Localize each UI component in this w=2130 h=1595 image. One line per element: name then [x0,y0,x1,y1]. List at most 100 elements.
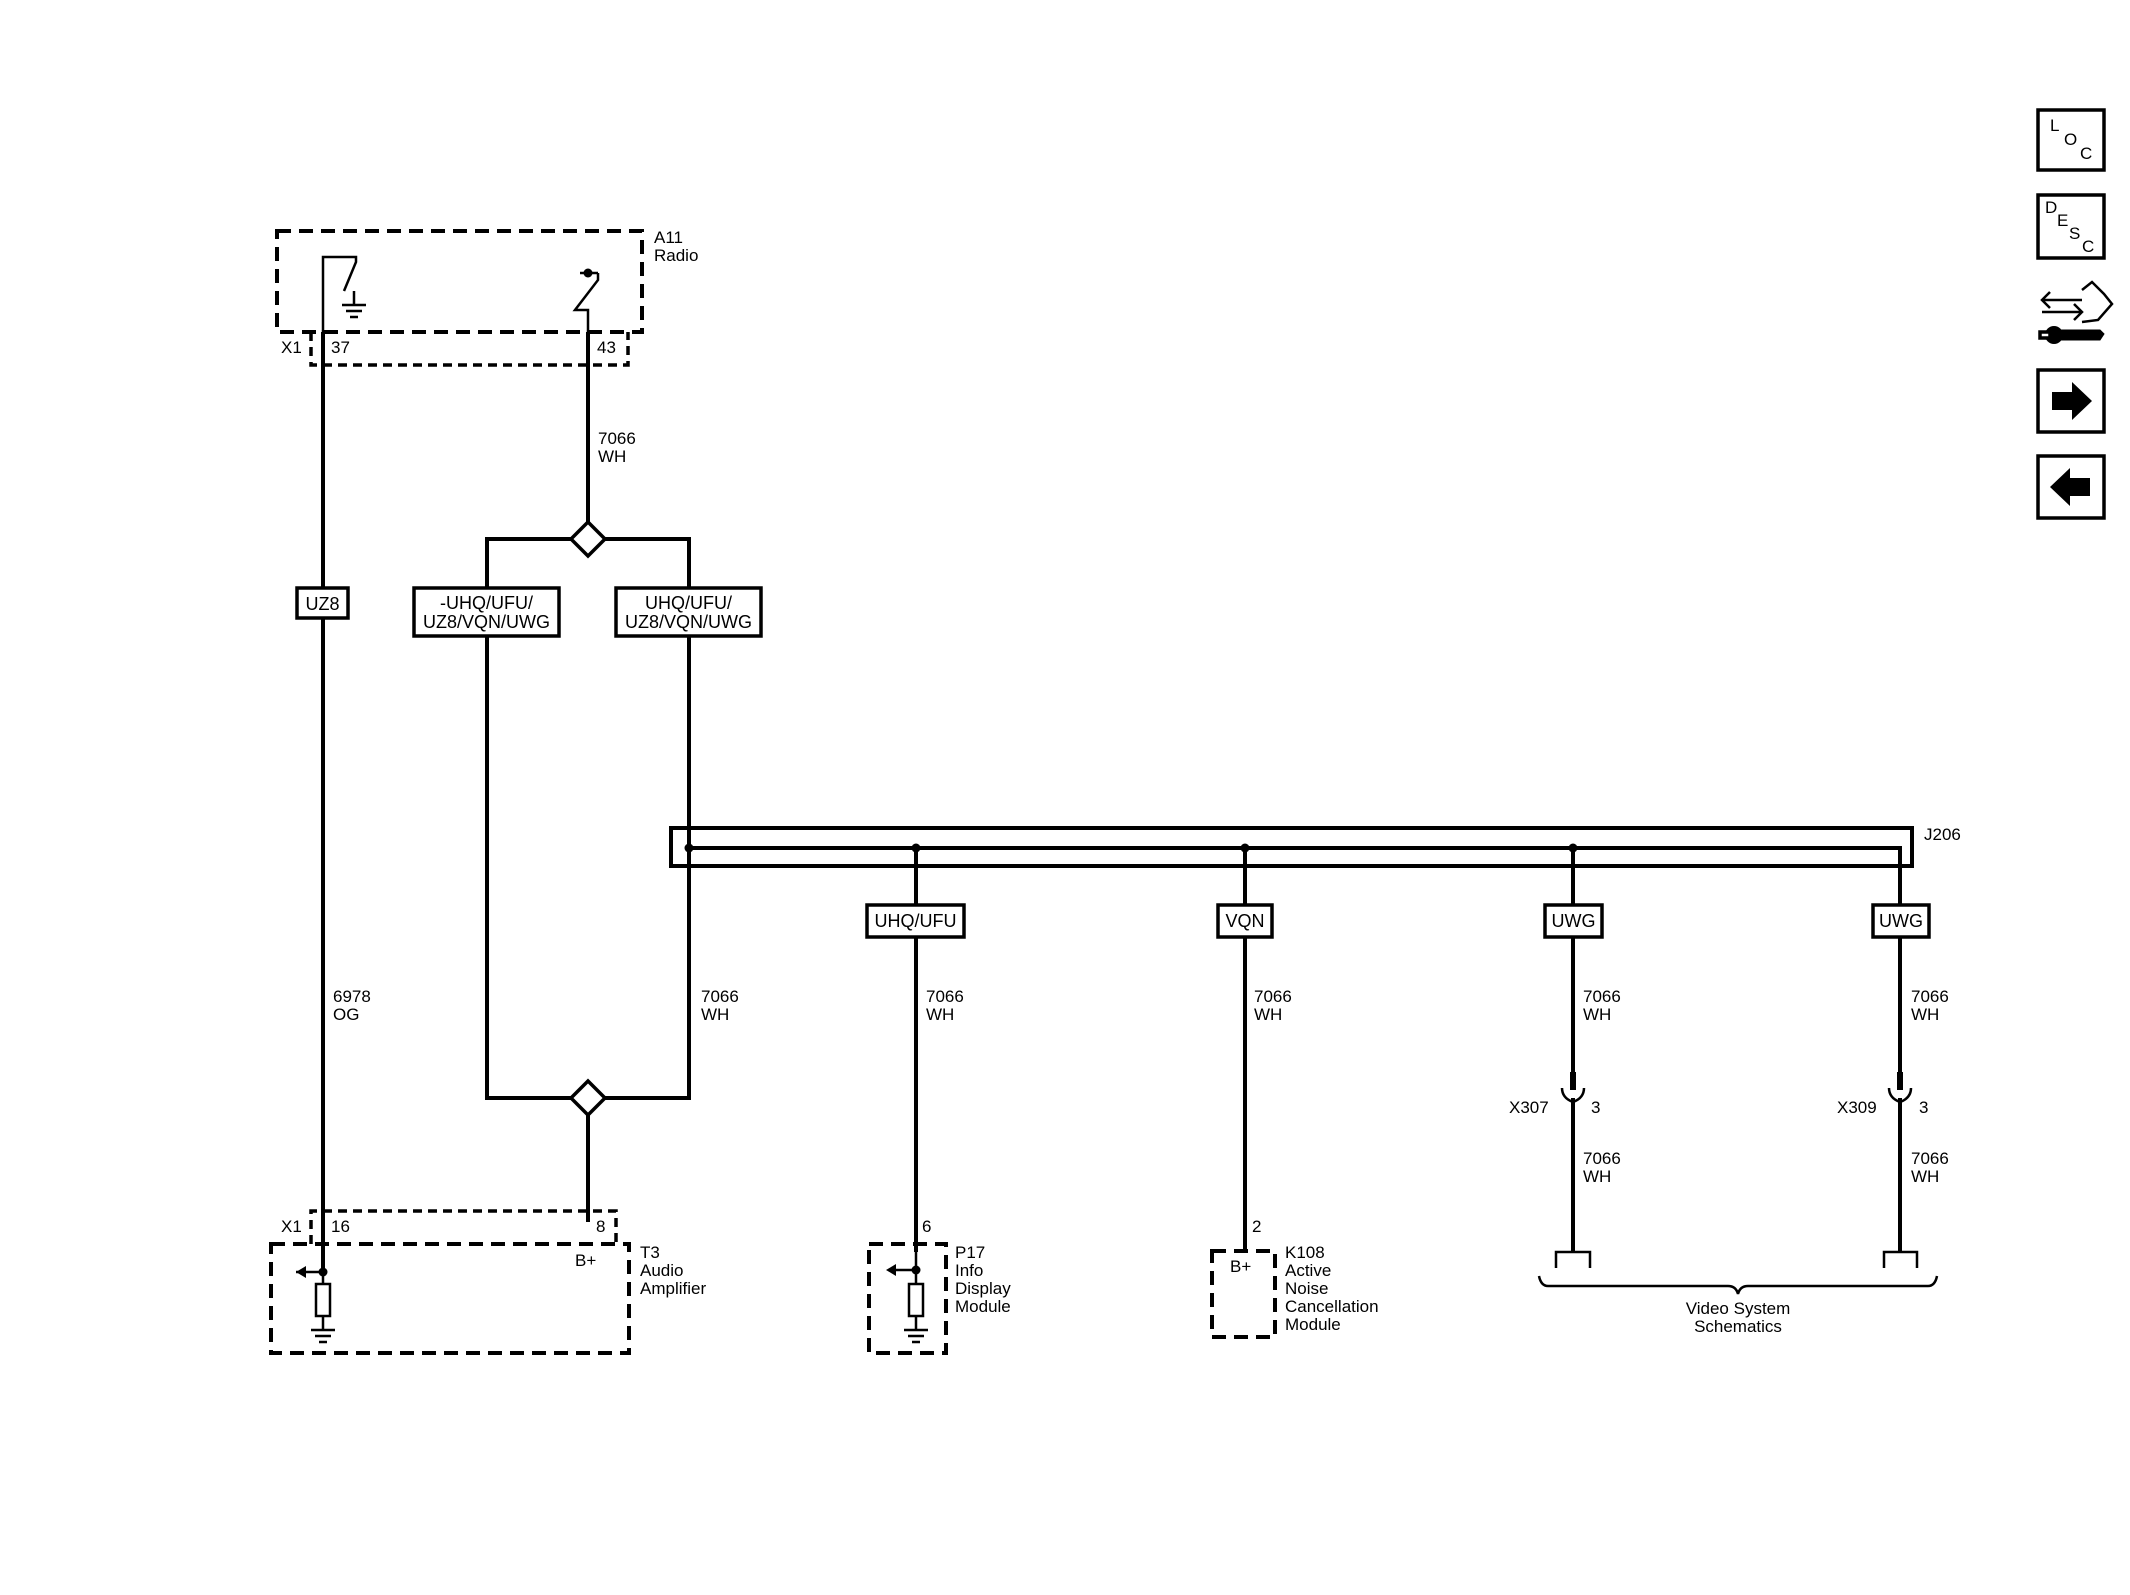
loc-letter-o: O [2064,130,2077,149]
p17-ref-label: P17 [955,1243,985,1262]
loc-button-frame [2036,108,2106,172]
x309-pin-label: 3 [1919,1098,1928,1117]
k108-name-line2: Noise [1285,1279,1328,1298]
label-p17-circuit: 7066 [926,987,964,1006]
option-negative-line2: UZ8/VQN/UWG [423,612,550,632]
label-uwg1-bottom-circuit: 7066 [1583,1149,1621,1168]
p17-name-line1: Info [955,1261,983,1280]
t3-connector-label: X1 [281,1217,302,1236]
p17-name-line3: Module [955,1297,1011,1316]
x307-ref-label: X307 [1509,1098,1549,1117]
option-uwg-2-box [1871,903,1931,939]
drop-wire-labels: 7066 WH 7066 WH 7066 WH 7066 WH 7066 WH … [926,987,1949,1186]
label-right-branch-circuit: 7066 [701,987,739,1006]
loc-letter-c: C [2080,144,2092,163]
option-negative-box [412,586,561,638]
a11-pin-43: 43 [597,338,616,357]
top-splice-branches [485,537,691,590]
k108-ref-label: K108 [1285,1243,1325,1262]
a11-pin-37: 37 [331,338,350,357]
label-uwg1-bottom-color: WH [1583,1167,1611,1186]
p17-pin-label: 6 [922,1217,931,1236]
label-uwg1-top-circuit: 7066 [1583,987,1621,1006]
option-vqn-label: VQN [1225,911,1264,931]
p17-name-line2: Display [955,1279,1011,1298]
label-k108-color: WH [1254,1005,1282,1024]
t3-pin-8: 8 [596,1217,605,1236]
t3-x1-connector-outline [309,1209,618,1244]
t3-ref-label: T3 [640,1243,660,1262]
k108-power-label: B+ [1230,1257,1251,1276]
option-vqn-box [1216,903,1274,939]
k108-name-line1: Active [1285,1261,1331,1280]
option-positive-line2: UZ8/VQN/UWG [625,612,752,632]
a11-radio: A11 Radio X1 37 43 [275,228,698,367]
desc-letter-e: E [2057,211,2068,230]
t3-outline [269,1242,631,1355]
option-uhq-ufu-label: UHQ/UFU [875,911,957,931]
k108-active-noise-cancellation-module: 2 B+ K108 Active Noise Cancellation Modu… [1210,1217,1379,1339]
t3-input-resistor-icon [296,1266,335,1344]
option-uwg-1-box [1543,903,1604,939]
option-uz8: UZ8 [295,586,350,620]
label-k108-circuit: 7066 [1254,987,1292,1006]
loc-icon: L O C [2050,116,2092,163]
radio-output-switch-icon [572,268,600,332]
next-arrow-icon [2052,382,2092,420]
option-uwg-2-label: UWG [1879,911,1923,931]
t3-pin-16: 16 [331,1217,350,1236]
option-negative-group: -UHQ/UFU/ UZ8/VQN/UWG [412,586,561,638]
a11-connector-label: X1 [281,338,302,357]
j206-outline [669,826,1914,868]
x307-connector: X307 3 [1509,1072,1600,1117]
desc-button-frame [2036,193,2106,260]
wires [321,332,691,1272]
next-page-button[interactable] [2036,368,2106,434]
option-uhq-ufu: UHQ/UFU [865,903,966,939]
previous-arrow-icon [2050,468,2090,506]
option-uz8-box [295,586,350,620]
label-radio-out-circuit: 7066 [598,429,636,448]
label-orange-color: OG [333,1005,359,1024]
desc-button[interactable]: D E S C [2036,193,2106,260]
j206-ref-label: J206 [1924,825,1961,844]
a11-radio-outline [275,229,644,334]
k108-name-line3: Cancellation [1285,1297,1379,1316]
video-system-reference: Video System Schematics [1537,1250,1939,1336]
x309-connector: X309 3 [1837,1072,1928,1117]
wire-labels: 7066 WH 6978 OG 7066 WH [333,429,739,1024]
option-negative-line1: -UHQ/UFU/ [440,593,533,613]
label-orange-circuit: 6978 [333,987,371,1006]
connector-repair-button[interactable] [2038,280,2114,344]
t3-power-label: B+ [575,1251,596,1270]
t3-name-line1: Audio [640,1261,683,1280]
wire-left-branch [485,636,572,1100]
k108-pin-label: 2 [1252,1217,1261,1236]
option-positive-box [614,586,763,638]
loc-letter-l: L [2050,116,2059,135]
x309-ref-label: X309 [1837,1098,1877,1117]
label-p17-color: WH [926,1005,954,1024]
desc-letter-s: S [2069,224,2080,243]
video-system-line1: Video System [1686,1299,1791,1318]
option-uwg-1: UWG [1543,903,1604,939]
desc-icon: D E S C [2045,198,2094,256]
option-uhq-ufu-box [865,903,966,939]
connector-repair-icon [2038,280,2114,344]
label-uwg2-top-color: WH [1911,1005,1939,1024]
label-uwg2-bottom-color: WH [1911,1167,1939,1186]
p17-outline [867,1242,948,1355]
bottom-splice-diamond [568,1078,608,1118]
k108-outline [1210,1249,1277,1339]
a11-name-label: Radio [654,246,698,265]
option-uwg-2: UWG [1871,903,1931,939]
desc-letter-c: C [2082,237,2094,256]
top-splice-diamond [568,519,608,559]
previous-page-button[interactable] [2036,454,2106,520]
a11-ref-label: A11 [654,228,683,247]
p17-info-display-module: 6 P17 Info Display Module [867,1217,1011,1355]
option-uz8-label: UZ8 [305,594,339,614]
loc-button[interactable]: L O C [2036,108,2106,172]
option-uwg-1-label: UWG [1552,911,1596,931]
